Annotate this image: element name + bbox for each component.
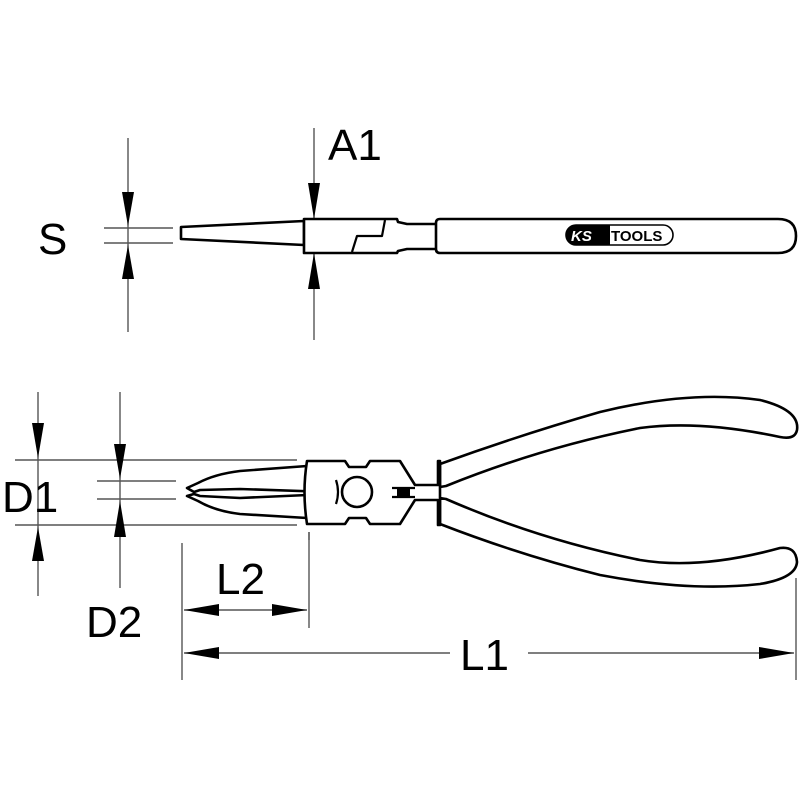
pivot-icon (340, 475, 374, 509)
arrow-down-icon (32, 423, 44, 458)
top-view: D1 D2 L2 L1 (2, 392, 799, 680)
d2-dimension: D2 (86, 392, 176, 647)
arrow-down-icon (122, 192, 134, 226)
s-dimension: S (38, 138, 173, 332)
side-view: S A1 KS TOOLS (38, 121, 798, 340)
label-s: S (38, 215, 67, 264)
l2-dimension: L2 (181, 532, 310, 680)
ks-tools-logo: KS TOOLS (565, 224, 674, 246)
arrow-down-icon (308, 183, 320, 219)
d1-dimension: D1 (2, 392, 297, 596)
pliers-top-profile (185, 395, 799, 588)
pliers-side-profile: KS TOOLS (179, 217, 798, 255)
label-d1: D1 (2, 473, 58, 522)
arrow-up-icon (308, 253, 320, 289)
logo-prefix: KS (571, 228, 592, 245)
arrow-up-icon (32, 527, 44, 561)
logo-suffix: TOOLS (611, 228, 662, 245)
arrow-up-icon (122, 245, 134, 279)
a1-dimension: A1 (308, 121, 382, 340)
label-a1: A1 (328, 121, 382, 170)
arrow-left-icon (184, 647, 219, 659)
label-l1: L1 (460, 631, 509, 680)
arrow-up-icon (114, 501, 126, 537)
arrow-left-icon (184, 604, 219, 616)
label-d2: D2 (86, 598, 142, 647)
spring-icon (397, 487, 410, 498)
arrow-down-icon (114, 444, 126, 479)
label-l2: L2 (216, 555, 265, 604)
l1-dimension: L1 (184, 578, 797, 680)
arrow-right-icon (272, 604, 307, 616)
arrow-right-icon (759, 647, 794, 659)
